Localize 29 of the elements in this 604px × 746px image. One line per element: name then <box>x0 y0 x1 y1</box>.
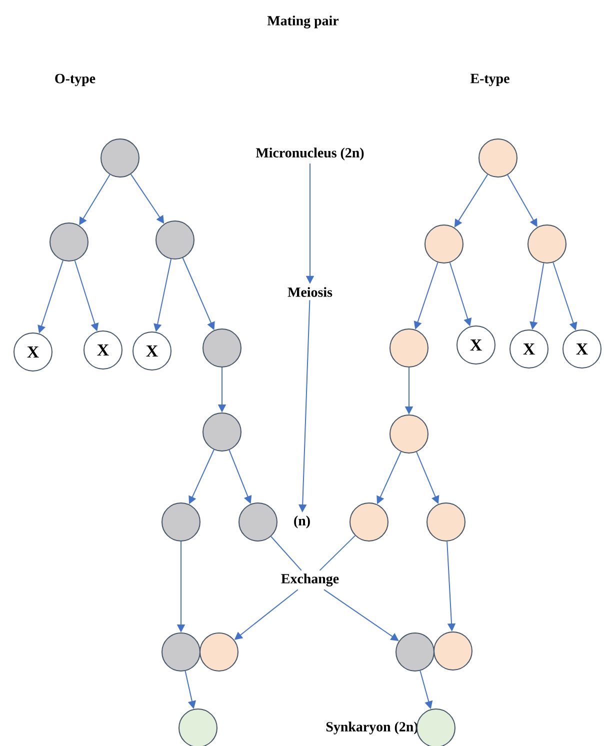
nucleus-circle <box>434 632 472 670</box>
nucleus-circle <box>390 328 428 368</box>
nucleus-circle <box>528 224 566 264</box>
nucleus-circle <box>390 414 428 454</box>
nucleus-circle <box>202 412 242 452</box>
nucleus-circle <box>478 138 518 178</box>
nucleus-circle <box>350 502 388 542</box>
nucleus-circle <box>202 328 242 368</box>
stage-label: Exchange <box>281 574 339 586</box>
stage-label: Micronucleus (2n) <box>256 148 364 160</box>
label: O-type <box>55 74 96 86</box>
nucleus-circle <box>416 708 456 746</box>
nucleus-circle <box>396 632 434 672</box>
nucleus-circle <box>162 632 200 672</box>
arrow <box>454 174 488 228</box>
nucleus-circle <box>426 502 466 542</box>
nucleus-circle <box>50 222 88 262</box>
nucleus-circle <box>178 708 218 746</box>
nucleus-circle <box>100 138 140 178</box>
nucleus-circle <box>200 632 238 672</box>
stage-label: Meiosis <box>288 287 332 297</box>
nucleus-circle <box>162 502 200 542</box>
label: Synkaryon (2n) <box>326 722 418 734</box>
nucleus-circle <box>424 224 464 264</box>
title: Mating pair <box>267 16 339 28</box>
stage-label: (n) <box>294 516 310 528</box>
nucleus-circle <box>156 220 194 260</box>
nucleus-circle <box>238 502 278 542</box>
label: E-type <box>470 74 510 86</box>
